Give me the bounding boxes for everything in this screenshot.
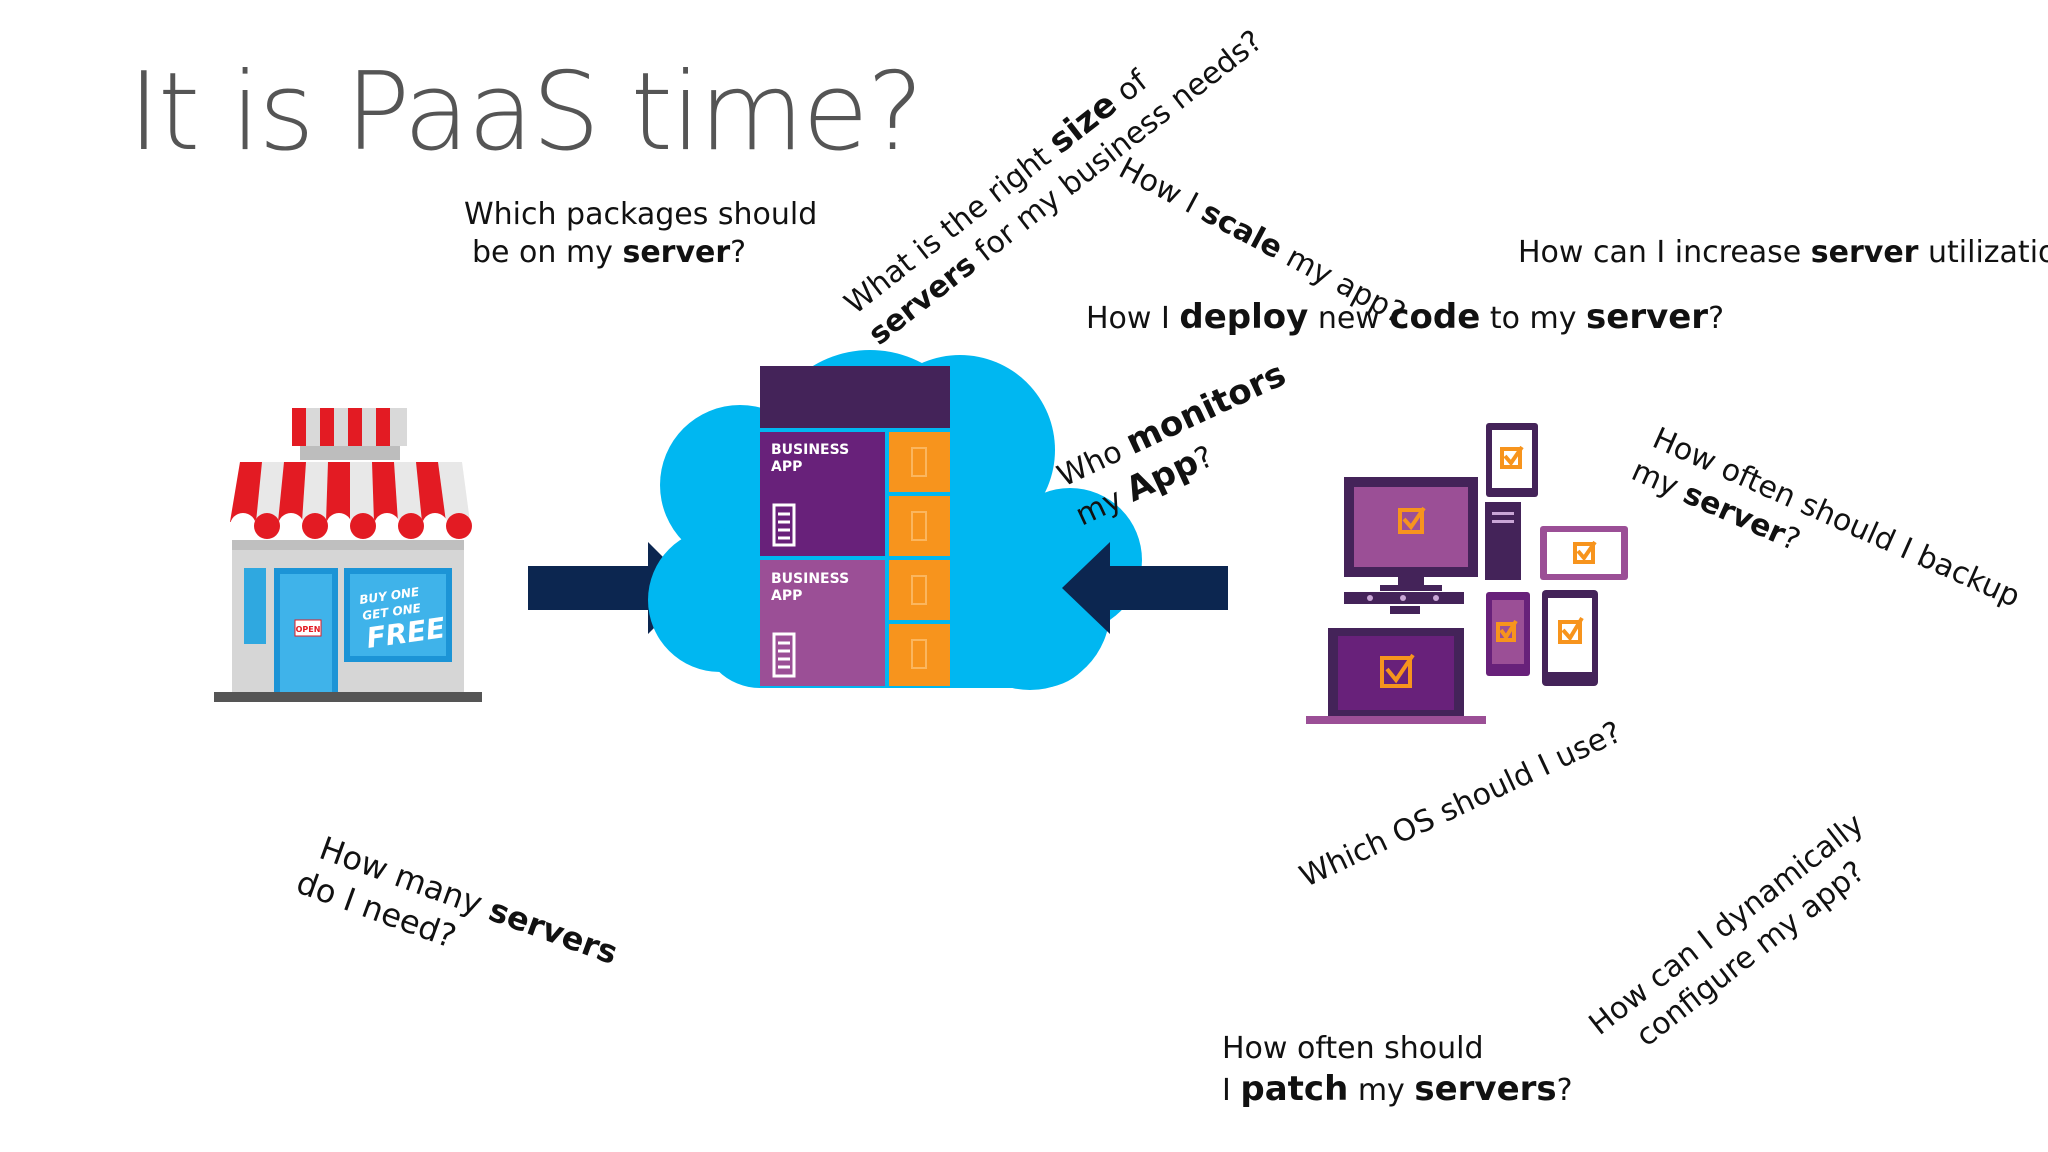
question-deploy: How I deploy new code to my server? [1086, 297, 1725, 337]
arrow-left-icon [1062, 542, 1228, 634]
tile-top-label-2: APP [771, 459, 802, 475]
app-tiles: BUSINESS APP BUSINESS APP [760, 366, 950, 686]
door-sign: OPEN [296, 625, 321, 634]
question-packages-line2-pre: be on my [472, 234, 623, 270]
store-icon: OPEN BUY ONE GET ONE FREE [214, 408, 482, 702]
question-patch: How often should I patch my servers? [1222, 1031, 1573, 1109]
tile-bottom-label-2: APP [771, 588, 802, 604]
question-packages: Which packages should be on my server? [464, 197, 818, 270]
question-packages-line1: Which packages should [464, 197, 818, 232]
question-utilization: How can I increase server utilization? [1518, 235, 2048, 270]
slide-title: It is PaaS time? [128, 50, 924, 175]
tile-top-label-1: BUSINESS [771, 442, 849, 458]
building-icon [772, 503, 796, 678]
tile-bottom-label-1: BUSINESS [771, 571, 849, 587]
devices-icon [1306, 423, 1628, 724]
question-packages-bold: server [622, 234, 731, 270]
